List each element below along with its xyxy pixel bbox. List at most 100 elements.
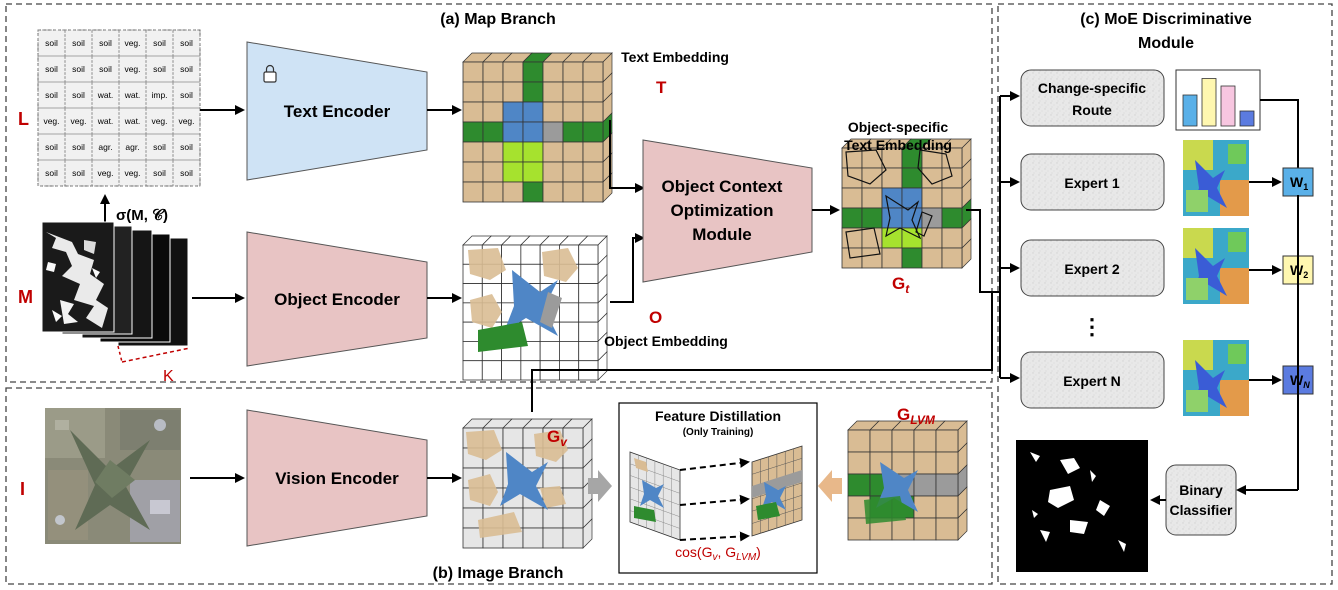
symbol-O: O xyxy=(649,308,662,327)
expert-1-label: Expert 1 xyxy=(1064,175,1119,191)
object-specific-label-1: Object-specific xyxy=(848,119,949,135)
route-label-1: Change-specific xyxy=(1038,80,1146,96)
label-grid-cell: veg. xyxy=(70,116,86,126)
label-grid-cell: soil xyxy=(72,90,85,100)
arrow-Gv-to-moe xyxy=(531,291,1000,412)
label-grid-cell: veg. xyxy=(178,116,194,126)
label-grid-cell: soil xyxy=(72,168,85,178)
object-embedding-label: Object Embedding xyxy=(604,333,728,349)
route-label-2: Route xyxy=(1072,102,1112,118)
map-branch-title: (a) Map Branch xyxy=(440,11,556,28)
label-grid-cell: soil xyxy=(45,90,58,100)
distill-title: Feature Distillation xyxy=(655,408,781,424)
label-grid-cell: soil xyxy=(180,90,193,100)
expert-2-label: Expert 2 xyxy=(1064,261,1119,277)
expert-weight-n: WN xyxy=(1249,365,1314,395)
vision-embedding-cube xyxy=(462,418,593,549)
satellite-image xyxy=(45,408,181,544)
change-specific-route: Change-specific Route xyxy=(1020,69,1165,127)
symbol-Glvm: GLVM xyxy=(897,405,936,427)
arrow-route-to-weights xyxy=(1260,99,1299,180)
label-grid-cell: soil xyxy=(153,64,166,74)
vision-encoder: Vision Encoder xyxy=(246,409,428,547)
label-grid-cell: soil xyxy=(45,38,58,48)
arrow-Gt-to-moe xyxy=(966,209,1000,293)
symbol-Gt: Gt xyxy=(892,274,910,296)
expert-weight-1: W1 xyxy=(1249,167,1314,197)
symbol-L: L xyxy=(18,109,29,129)
label-grid-cell: soil xyxy=(180,64,193,74)
distill-arrow-left xyxy=(588,470,612,502)
expert-2: Expert 2 xyxy=(1020,239,1165,297)
label-grid-cell: soil xyxy=(45,142,58,152)
image-branch-title: (b) Image Branch xyxy=(433,565,564,582)
arrow-O-to-ocom xyxy=(610,233,645,303)
object-encoder: Object Encoder xyxy=(246,231,428,367)
lvm-embedding-cube xyxy=(847,420,968,541)
symbol-Gv: Gv xyxy=(547,427,568,449)
symbol-I: I xyxy=(20,479,25,499)
expert-output-map xyxy=(1183,140,1249,216)
route-weight-bar xyxy=(1182,94,1198,127)
object-specific-label-2: Text Embedding xyxy=(844,137,952,153)
arrow-T-to-ocom xyxy=(609,120,645,193)
label-grid-cell: imp. xyxy=(151,90,167,100)
binary-change-map xyxy=(1016,440,1148,572)
distill-arrow-right xyxy=(818,470,842,502)
cosine-label: cos(Gv, GLVM) xyxy=(675,544,761,563)
symbol-T: T xyxy=(656,78,667,97)
object-embedding-cube xyxy=(462,235,608,381)
label-grid-cell: soil xyxy=(180,168,193,178)
text-embedding-label: Text Embedding xyxy=(621,49,729,65)
route-weight-bar xyxy=(1220,85,1236,127)
label-grid-cell: wat. xyxy=(97,116,114,126)
object-encoder-label: Object Encoder xyxy=(274,290,400,309)
map-branch-frame xyxy=(5,3,993,383)
label-grid-cell: veg. xyxy=(43,116,59,126)
label-grid-cell: veg. xyxy=(124,38,140,48)
label-grid-cell: soil xyxy=(72,38,85,48)
expert-1: Expert 1 xyxy=(1020,153,1165,211)
svg-text:W1: W1 xyxy=(1290,174,1308,192)
label-grid-cell: agr. xyxy=(98,142,112,152)
object-context-optimization-module: Object Context Optimization Module xyxy=(642,139,813,283)
label-grid-cell: wat. xyxy=(124,90,141,100)
distill-teacher-plane xyxy=(751,445,803,537)
label-grid-cell: wat. xyxy=(97,90,114,100)
mask-stack xyxy=(41,221,191,363)
binary-classifier: Binary Classifier xyxy=(1165,464,1237,536)
label-grid-cell: soil xyxy=(99,38,112,48)
object-specific-text-embedding-cube xyxy=(841,138,972,269)
symbol-M: M xyxy=(18,287,33,307)
ocom-label-3: Module xyxy=(692,225,752,244)
label-grid-cell: soil xyxy=(180,38,193,48)
text-embedding-cube xyxy=(462,52,613,203)
classifier-label-2: Classifier xyxy=(1169,502,1233,518)
classifier-label-1: Binary xyxy=(1179,482,1223,498)
label-grid-cell: veg. xyxy=(151,116,167,126)
moe-title: (c) MoE Discriminative xyxy=(1080,11,1252,28)
label-grid-cell: soil xyxy=(99,64,112,74)
lock-icon xyxy=(263,64,277,83)
moe-frame xyxy=(997,3,1333,585)
label-grid-cell: soil xyxy=(45,64,58,74)
label-grid-cell: veg. xyxy=(124,168,140,178)
feature-distillation-box: Feature Distillation (Only Training) cos… xyxy=(618,402,818,574)
label-grid-cell: soil xyxy=(153,38,166,48)
expert-output-map xyxy=(1183,228,1249,304)
sigma-label: σ(M, 𝒞) xyxy=(116,207,168,224)
moe-title-line2: Module xyxy=(1138,35,1194,52)
label-grid-cell: soil xyxy=(180,142,193,152)
label-grid-cell: veg. xyxy=(124,64,140,74)
route-weight-bar xyxy=(1239,110,1255,127)
distill-student-plane xyxy=(629,451,681,541)
image-branch-frame xyxy=(5,387,993,585)
route-weights-chart xyxy=(1175,69,1261,131)
text-encoder: Text Encoder xyxy=(246,41,428,181)
expert-n-label: Expert N xyxy=(1063,373,1121,389)
label-grid-cell: agr. xyxy=(125,142,139,152)
label-grid-cell: soil xyxy=(72,64,85,74)
label-grid-cell: veg. xyxy=(97,168,113,178)
ocom-label-2: Optimization xyxy=(671,201,774,220)
ocom-label-1: Object Context xyxy=(662,177,783,196)
